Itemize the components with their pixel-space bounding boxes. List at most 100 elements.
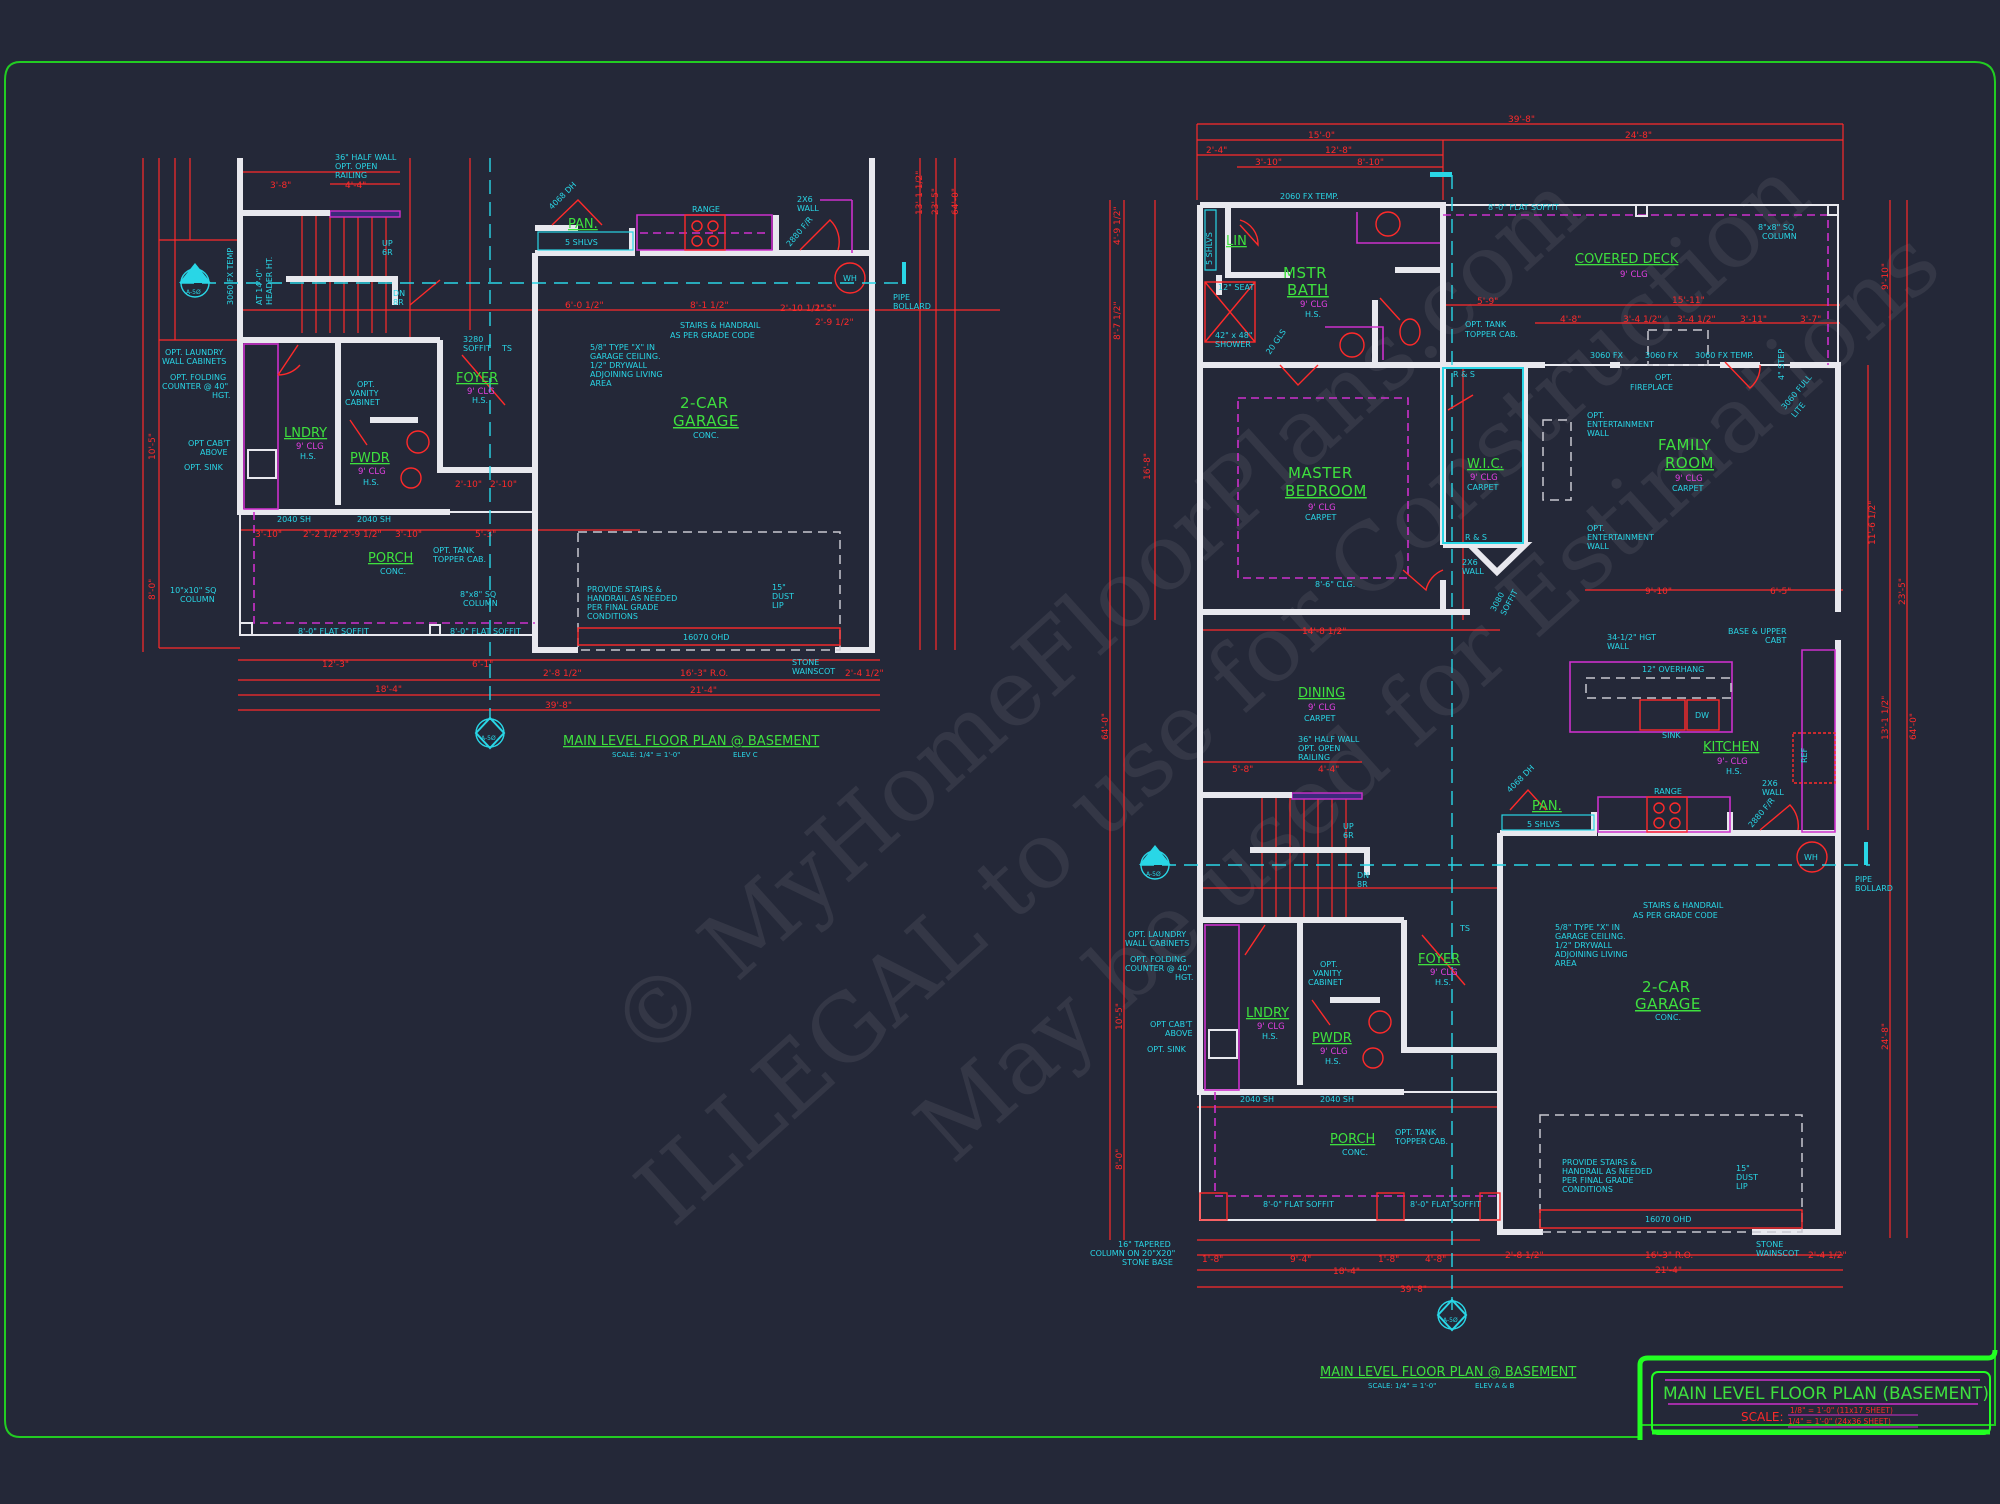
left-plan-title-text: MAIN LEVEL FLOOR PLAN @ BASEMENT (563, 734, 819, 749)
svg-text:GARAGE: GARAGE (1635, 995, 1701, 1013)
svg-text:64'-0": 64'-0" (1101, 713, 1111, 740)
svg-text:ELEV A & B: ELEV A & B (1475, 1382, 1514, 1390)
svg-text:9' CLG: 9' CLG (358, 467, 386, 477)
svg-text:9'-4": 9'-4" (1290, 1255, 1311, 1265)
svg-text:1/2" DRYWALL: 1/2" DRYWALL (1555, 941, 1613, 950)
svg-text:9' CLG: 9' CLG (1620, 270, 1648, 280)
svg-text:WALL: WALL (1607, 642, 1629, 651)
svg-text:9' CLG: 9' CLG (1675, 474, 1703, 484)
svg-text:5 SHLVS: 5 SHLVS (565, 238, 598, 247)
room-pan-right: PAN. (1532, 799, 1562, 814)
room-foyer-right: FOYER (1418, 952, 1460, 967)
svg-text:2'-10 1/2": 2'-10 1/2" (780, 304, 824, 314)
plan-left: 3'-8" 4'-4" 6'-0 1/2" 8'-1 1/2" 2'-10 1/… (142, 153, 1000, 759)
svg-text:ENTERTAINMENT: ENTERTAINMENT (1587, 533, 1654, 542)
room-porch: PORCH (368, 551, 413, 566)
svg-text:64'-0": 64'-0" (1909, 713, 1919, 740)
right-wic-shelving (1442, 367, 1524, 544)
svg-text:DUST: DUST (772, 592, 794, 601)
svg-text:FIREPLACE: FIREPLACE (1630, 383, 1673, 392)
svg-text:OPT.: OPT. (1587, 524, 1605, 533)
title-block[interactable]: MAIN LEVEL FLOOR PLAN (BASEMENT) SCALE: … (1637, 1349, 1998, 1440)
right-pantry-shelves (1501, 814, 1595, 831)
svg-text:3060 FX: 3060 FX (1590, 351, 1624, 360)
right-range-burners (1653, 802, 1681, 829)
svg-text:H.S.: H.S. (1325, 1057, 1341, 1066)
svg-text:36" HALF WALL: 36" HALF WALL (335, 153, 397, 162)
svg-text:BATH: BATH (1287, 281, 1329, 299)
svg-text:STAIRS & HANDRAIL: STAIRS & HANDRAIL (1643, 901, 1724, 910)
right-laundry-cabinets (1204, 924, 1240, 1091)
svg-text:2040 SH: 2040 SH (357, 515, 391, 524)
svg-text:8'-0": 8'-0" (1115, 1149, 1125, 1170)
left-room-labels: PAN. 5 SHLVS LNDRY 9' CLG H.S. PWDR 9' C… (284, 217, 738, 576)
left-porch-soffit (253, 512, 535, 624)
svg-text:VANITY: VANITY (350, 389, 379, 398)
left-section-marker: 2 A-5Ø (179, 263, 211, 298)
svg-text:3'-4 1/2": 3'-4 1/2" (1677, 315, 1716, 325)
svg-text:DW: DW (1695, 711, 1709, 720)
right-half-wall (1291, 792, 1363, 800)
svg-text:AS PER GRADE CODE: AS PER GRADE CODE (1633, 911, 1718, 920)
svg-text:2: 2 (1152, 857, 1157, 866)
svg-text:5'-8": 5'-8" (1232, 765, 1253, 775)
svg-text:OPT. TANK: OPT. TANK (433, 546, 475, 555)
svg-text:STONE: STONE (1756, 1240, 1783, 1249)
svg-text:CONC.: CONC. (1655, 1013, 1681, 1022)
svg-text:HGT.: HGT. (1175, 973, 1193, 982)
svg-text:24'-8": 24'-8" (1881, 1023, 1891, 1050)
svg-text:2880 F/R: 2880 F/R (1747, 796, 1777, 830)
right-door-swings (1239, 219, 1800, 1026)
svg-text:OPT.: OPT. (357, 380, 375, 389)
svg-text:COLUMN: COLUMN (1762, 232, 1797, 241)
svg-text:12" SEAT: 12" SEAT (1218, 283, 1254, 292)
left-porch-outline (239, 511, 536, 636)
svg-text:2'-4": 2'-4" (1206, 146, 1227, 156)
svg-text:WALL: WALL (1587, 542, 1609, 551)
right-overhead-door (1539, 1209, 1803, 1229)
svg-text:2'-4 1/2": 2'-4 1/2" (845, 669, 884, 679)
svg-text:WALL: WALL (1587, 429, 1609, 438)
svg-text:H.S.: H.S. (1726, 767, 1742, 776)
svg-text:4'-9 1/2": 4'-9 1/2" (1113, 206, 1123, 245)
svg-text:2X6: 2X6 (797, 195, 813, 204)
left-kitchen-counter (636, 199, 853, 253)
svg-text:13'-1 1/2": 13'-1 1/2" (1881, 696, 1891, 740)
svg-text:OPT.: OPT. (1320, 960, 1338, 969)
left-water-heater (834, 262, 866, 294)
svg-text:5/8" TYPE "X" IN: 5/8" TYPE "X" IN (1555, 923, 1620, 932)
left-plan-title[interactable]: MAIN LEVEL FLOOR PLAN @ BASEMENT SCALE: … (563, 734, 819, 759)
svg-text:DN: DN (393, 289, 405, 298)
svg-text:H.S.: H.S. (1305, 310, 1321, 319)
room-porch-right: PORCH (1330, 1132, 1375, 1147)
svg-text:CONC.: CONC. (693, 431, 719, 440)
left-door-swings (277, 199, 840, 446)
svg-text:3280: 3280 (463, 335, 483, 344)
right-plan-title-text: MAIN LEVEL FLOOR PLAN @ BASEMENT (1320, 1365, 1576, 1380)
svg-text:12'-3": 12'-3" (322, 660, 349, 670)
svg-text:WALL: WALL (797, 204, 819, 213)
title-block-scale-2: 1/4" = 1'-0" (24x36 SHEET) (1788, 1417, 1891, 1426)
right-refrigerator (1792, 732, 1836, 784)
svg-text:21'-4": 21'-4" (690, 686, 717, 696)
svg-text:9' CLG: 9' CLG (1470, 473, 1498, 483)
svg-text:GARAGE CEILING.: GARAGE CEILING. (590, 352, 661, 361)
svg-text:CONC.: CONC. (1342, 1148, 1368, 1157)
svg-text:A-5Ø: A-5Ø (1146, 871, 1161, 878)
svg-text:AS PER GRADE CODE: AS PER GRADE CODE (670, 331, 755, 340)
svg-text:5 SHLVS: 5 SHLVS (1205, 232, 1214, 265)
right-bottom-section-marker: A-5Ø (1436, 1298, 1468, 1332)
room-family-room: FAMILY (1658, 436, 1712, 454)
svg-text:BOLLARD: BOLLARD (1855, 884, 1893, 893)
svg-text:12'-8": 12'-8" (1325, 146, 1352, 156)
svg-text:5 SHLVS: 5 SHLVS (1527, 820, 1560, 829)
svg-text:34-1/2" HGT: 34-1/2" HGT (1607, 633, 1656, 642)
right-plan-title[interactable]: MAIN LEVEL FLOOR PLAN @ BASEMENT SCALE: … (1320, 1365, 1576, 1390)
right-water-heater (1796, 841, 1828, 873)
svg-text:4'-8": 4'-8" (1560, 315, 1581, 325)
svg-text:WH: WH (1804, 853, 1818, 862)
svg-text:BEDROOM: BEDROOM (1285, 482, 1367, 500)
svg-text:2040 SH: 2040 SH (1240, 1095, 1274, 1104)
room-foyer: FOYER (456, 371, 498, 386)
svg-text:16'-3" R.O.: 16'-3" R.O. (680, 669, 728, 679)
